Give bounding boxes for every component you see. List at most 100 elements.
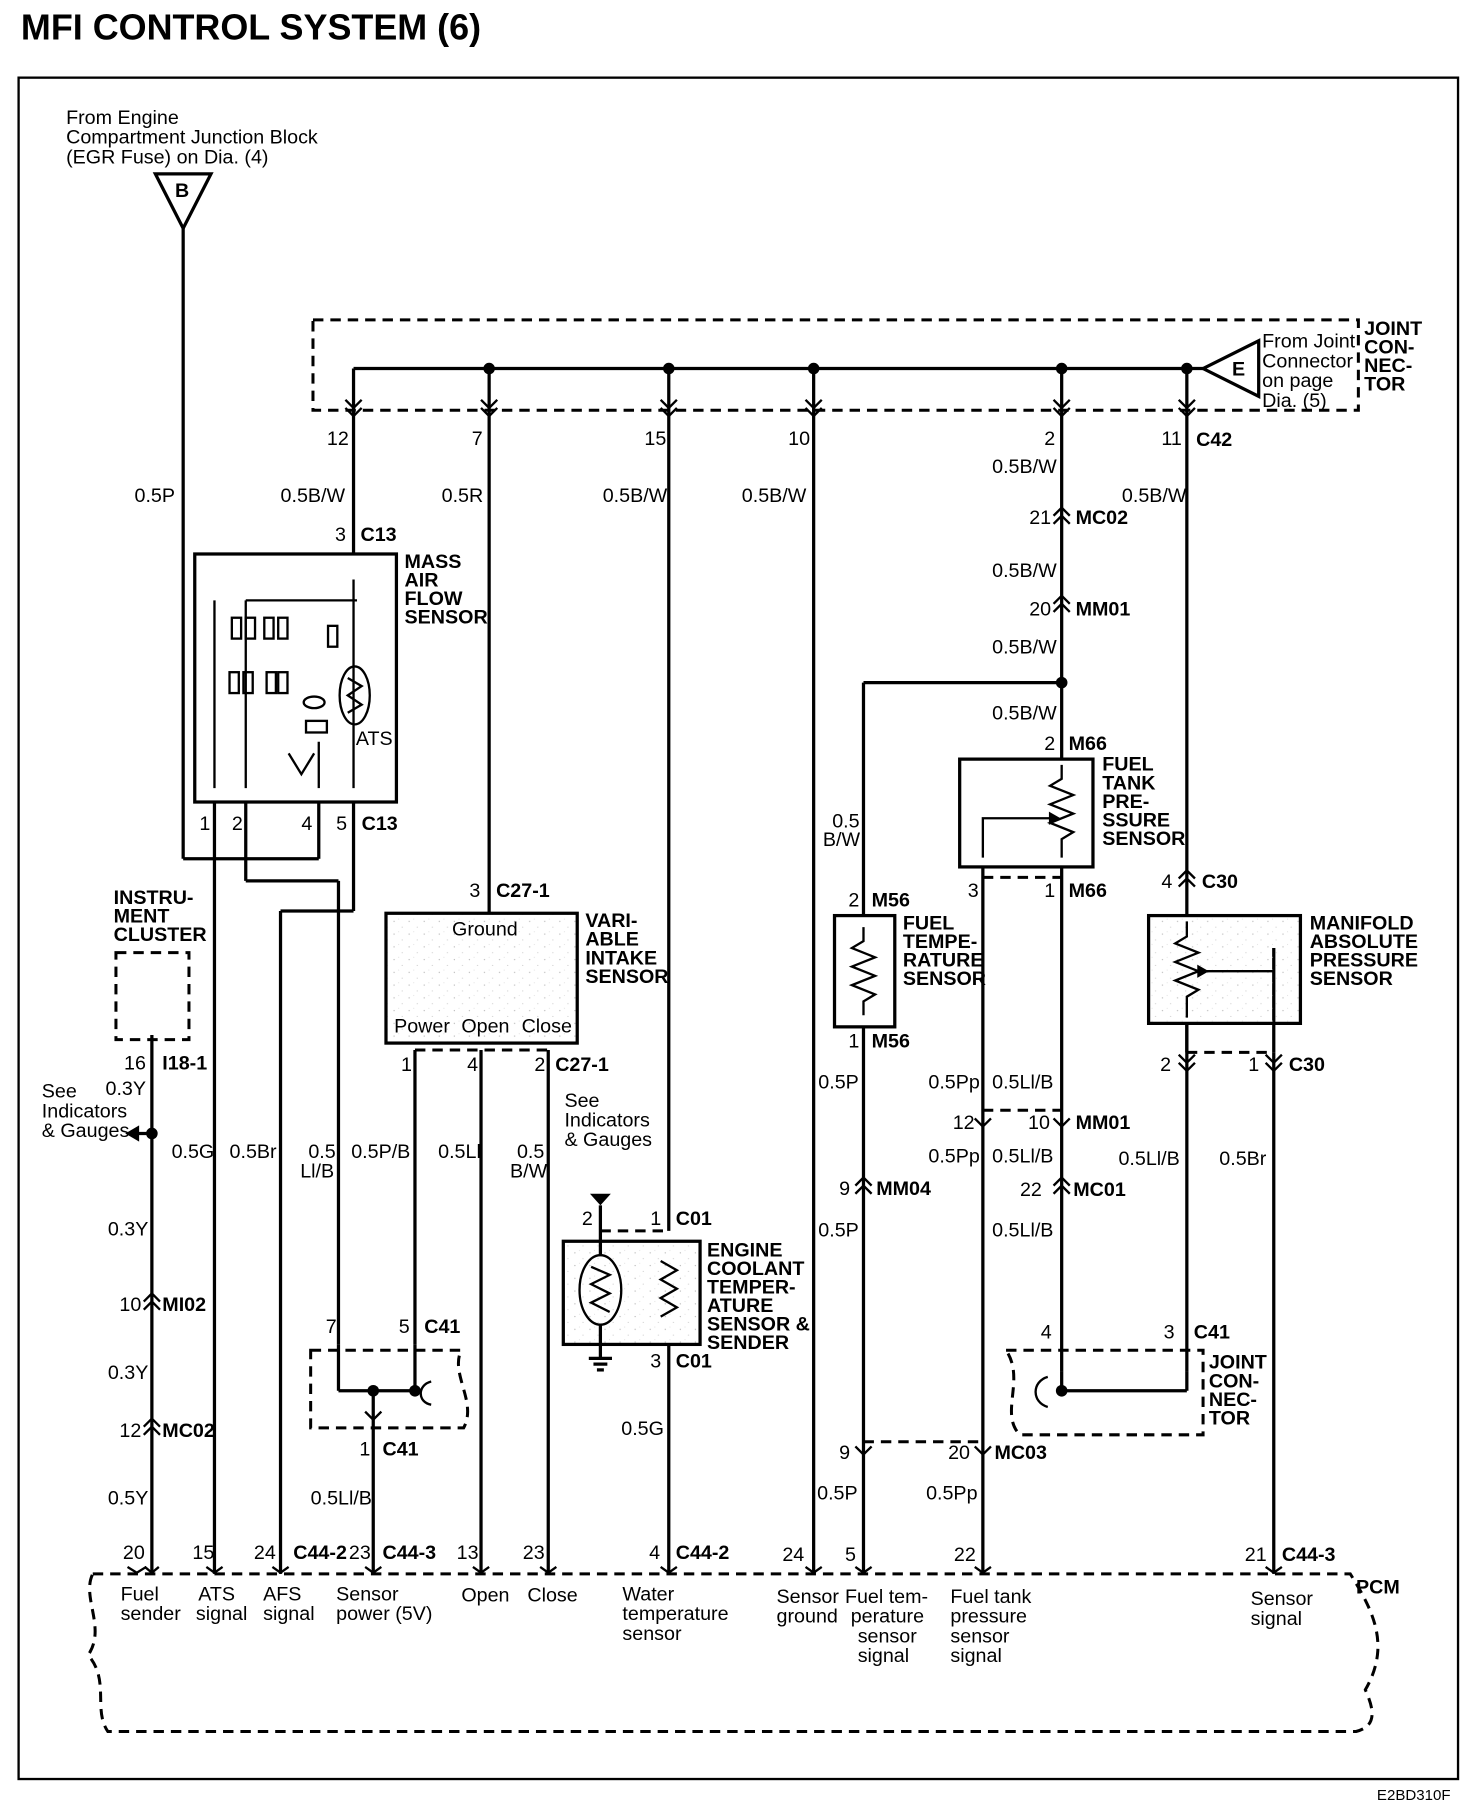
svg-text:M66: M66 — [1069, 880, 1107, 902]
ftps-circuit — [981, 764, 1077, 858]
svg-text:C13: C13 — [360, 524, 396, 546]
source-e-letter: E — [1232, 359, 1245, 381]
svg-text:0.5Ll/B: 0.5Ll/B — [992, 1071, 1053, 1093]
svg-text:AFS: AFS — [263, 1584, 301, 1606]
c41-left-loop — [419, 1380, 432, 1406]
svg-text:From Joint: From Joint — [1262, 331, 1356, 353]
svg-text:pressure: pressure — [950, 1606, 1027, 1628]
svg-text:signal: signal — [263, 1603, 314, 1625]
svg-text:12: 12 — [327, 428, 349, 450]
svg-text:24: 24 — [782, 1544, 804, 1566]
svg-text:& Gauges: & Gauges — [564, 1129, 652, 1151]
svg-text:Open: Open — [461, 1585, 509, 1607]
svg-text:0.5Br: 0.5Br — [230, 1141, 277, 1163]
svg-text:2: 2 — [232, 813, 243, 835]
fuel-tank-pressure-sensor-label: FUEL TANK PRE- SSURE SENSOR — [1102, 754, 1185, 850]
svg-text:Indicators: Indicators — [42, 1100, 128, 1122]
source-b-triangle — [152, 172, 214, 232]
svg-text:1: 1 — [1248, 1054, 1259, 1076]
figure-code: E2BD310F — [1377, 1787, 1451, 1804]
svg-text:on page: on page — [1262, 370, 1333, 392]
svg-text:1: 1 — [401, 1054, 412, 1076]
svg-text:CLUSTER: CLUSTER — [114, 924, 207, 946]
svg-text:SENDER: SENDER — [707, 1332, 789, 1354]
svg-text:5: 5 — [399, 1316, 410, 1338]
pcm-box — [86, 1572, 1380, 1734]
svg-text:0.5P: 0.5P — [134, 485, 175, 507]
svg-text:0.5B/W: 0.5B/W — [992, 456, 1057, 478]
svg-text:C41: C41 — [383, 1439, 419, 1461]
svg-text:0.5Y: 0.5Y — [108, 1487, 148, 1509]
svg-text:SENSOR: SENSOR — [585, 966, 668, 988]
svg-text:11: 11 — [1161, 428, 1181, 450]
svg-text:C44-2: C44-2 — [676, 1542, 730, 1564]
vis-sensor-label: VARI- ABLE INTAKE SENSOR — [585, 910, 668, 988]
source-b-block: From Engine Compartment Junction Block (… — [66, 107, 318, 232]
svg-text:Sensor: Sensor — [1251, 1588, 1314, 1610]
svg-text:2: 2 — [1044, 733, 1055, 755]
svg-text:0.5Pp: 0.5Pp — [926, 1483, 977, 1505]
svg-text:24: 24 — [254, 1542, 276, 1564]
joint-bottom-loop — [1034, 1375, 1049, 1409]
pcm-terminal-labels: Fuel sender ATS signal AFS signal Sensor… — [121, 1584, 1314, 1667]
page-title: MFI CONTROL SYSTEM (6) — [21, 6, 481, 47]
svg-text:TOR: TOR — [1364, 374, 1405, 396]
svg-text:NEC-: NEC- — [1209, 1389, 1257, 1411]
svg-text:Sensor: Sensor — [777, 1586, 840, 1608]
svg-text:Fuel tank: Fuel tank — [950, 1586, 1031, 1608]
svg-text:4: 4 — [649, 1542, 660, 1564]
svg-text:4: 4 — [467, 1054, 478, 1076]
source-b-line2: Compartment Junction Block — [66, 127, 318, 149]
pin-numbers: 12 7 15 10 2 11 3 1 2 4 5 3 1 4 2 21 20 … — [119, 428, 1266, 1566]
svg-text:INTAKE: INTAKE — [585, 947, 657, 969]
svg-text:0.5Pp: 0.5Pp — [928, 1145, 979, 1167]
svg-text:SENSOR &: SENSOR & — [707, 1314, 810, 1336]
svg-text:0.5B/W: 0.5B/W — [1122, 485, 1187, 507]
svg-text:C41: C41 — [424, 1316, 460, 1338]
svg-text:2: 2 — [1044, 428, 1055, 450]
svg-text:0.3Y: 0.3Y — [108, 1218, 148, 1240]
svg-text:Dia. (5): Dia. (5) — [1262, 390, 1327, 412]
svg-text:0.5Ll/B: 0.5Ll/B — [311, 1487, 372, 1509]
svg-text:I18-1: I18-1 — [162, 1053, 207, 1075]
svg-text:ground: ground — [777, 1606, 838, 1628]
svg-text:C41: C41 — [1194, 1322, 1230, 1344]
ect-circuit — [578, 1193, 680, 1372]
svg-text:C44-2: C44-2 — [293, 1542, 347, 1564]
svg-text:0.5P: 0.5P — [818, 1071, 859, 1093]
instrument-cluster-box — [114, 951, 191, 1042]
svg-text:MI02: MI02 — [162, 1294, 206, 1316]
svg-text:See: See — [42, 1081, 77, 1103]
svg-text:Close: Close — [527, 1585, 577, 1607]
source-b-line1: From Engine — [66, 107, 179, 129]
svg-text:4: 4 — [1041, 1322, 1052, 1344]
svg-text:sender: sender — [121, 1603, 182, 1625]
svg-text:ABSOLUTE: ABSOLUTE — [1310, 931, 1418, 953]
svg-text:15: 15 — [644, 428, 666, 450]
svg-text:0.5B/W: 0.5B/W — [992, 703, 1057, 725]
svg-text:2: 2 — [582, 1208, 593, 1230]
svg-text:ABLE: ABLE — [585, 929, 639, 951]
wire-labels: 0.5P 0.5B/W 0.5R 0.5B/W 0.5B/W 0.5B/W 0.… — [106, 456, 1267, 1509]
wires — [131, 228, 1276, 1574]
svg-text:0.5Pp: 0.5Pp — [928, 1071, 979, 1093]
svg-text:C44-3: C44-3 — [383, 1542, 437, 1564]
svg-text:Water: Water — [622, 1584, 674, 1606]
svg-text:0.5Ll: 0.5Ll — [438, 1141, 481, 1163]
svg-text:ATS: ATS — [198, 1584, 235, 1606]
svg-text:SENSOR: SENSOR — [1310, 968, 1393, 990]
svg-text:0.3Y: 0.3Y — [106, 1078, 147, 1100]
svg-text:sensor: sensor — [950, 1625, 1010, 1647]
svg-text:perature: perature — [851, 1606, 924, 1628]
map-sensor-label: MANIFOLD ABSOLUTE PRESSURE SENSOR — [1310, 912, 1418, 990]
svg-text:0.5B/W: 0.5B/W — [992, 637, 1057, 659]
joint-connector-bottom-label: JOINT CON- NEC- TOR — [1209, 1352, 1267, 1430]
pcm-label: PCM — [1356, 1577, 1400, 1599]
svg-text:M56: M56 — [872, 889, 910, 911]
svg-text:B/W: B/W — [823, 829, 861, 851]
svg-text:0.5: 0.5 — [308, 1141, 335, 1163]
svg-text:PRESSURE: PRESSURE — [1310, 950, 1418, 972]
svg-text:ATURE: ATURE — [707, 1295, 773, 1317]
svg-text:2: 2 — [1160, 1054, 1171, 1076]
